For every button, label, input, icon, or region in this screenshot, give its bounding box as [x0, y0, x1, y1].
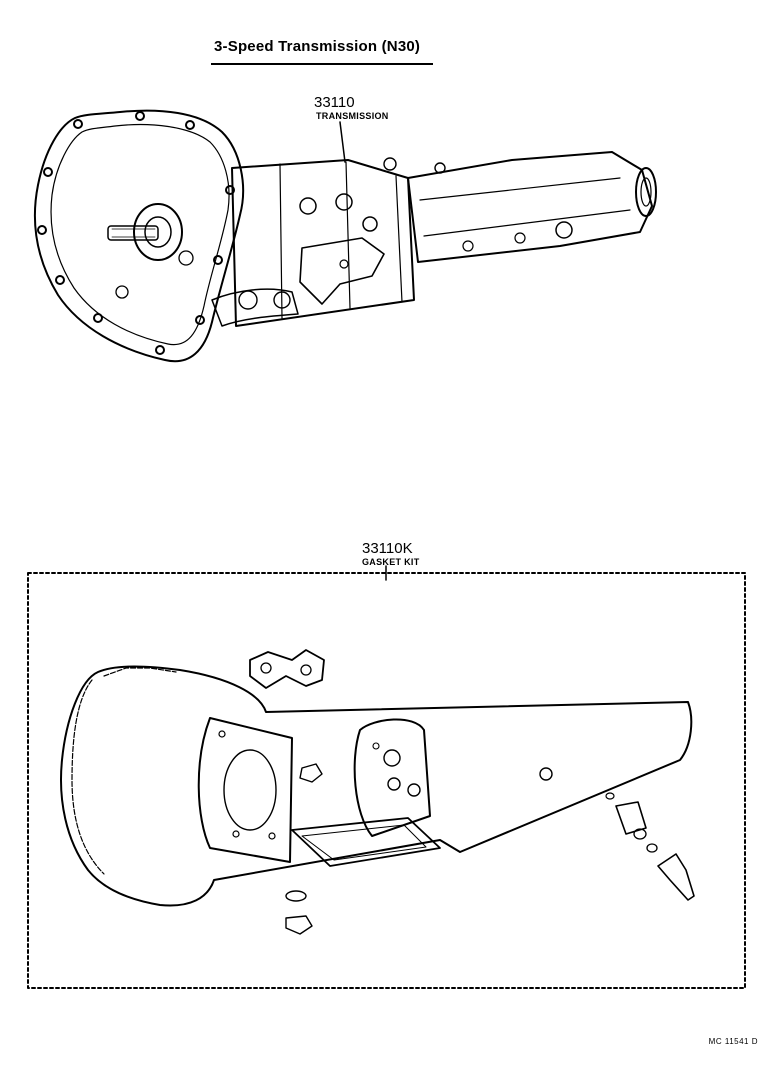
gasket-kit-illustration — [27, 565, 746, 989]
gasket-kit-part-number: 33110K — [362, 540, 413, 557]
diagram-title: 3-Speed Transmission (N30) — [214, 38, 421, 55]
title-underline — [211, 63, 433, 65]
gasket-kit-part-name: GASKET KIT — [362, 557, 420, 567]
illustration-code: MC 11541 D — [708, 1037, 758, 1046]
transmission-part-number: 33110 — [314, 94, 355, 111]
transmission-illustration — [33, 109, 657, 363]
transmission-part-name: TRANSMISSION — [316, 111, 389, 121]
